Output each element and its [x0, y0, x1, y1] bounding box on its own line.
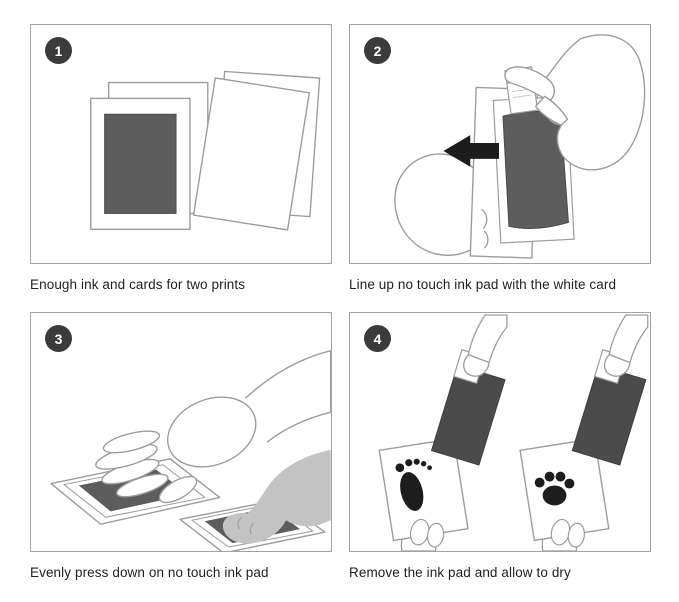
- step-number-badge: 3: [45, 325, 72, 352]
- step-1-illustration: [90, 70, 321, 231]
- arm: [244, 349, 331, 443]
- step-number-badge: 1: [45, 37, 72, 64]
- step-2-panel: 2: [349, 24, 651, 264]
- paw-print-scene: [519, 314, 649, 551]
- step-1-panel: 1: [30, 24, 332, 264]
- pinching-fingers-icon: [463, 314, 508, 377]
- holding-fingertip: [426, 522, 445, 548]
- step-2: 2: [349, 24, 651, 292]
- step-4-panel: 4: [349, 312, 651, 552]
- footprint-icon: [395, 458, 432, 511]
- step-number: 3: [54, 330, 63, 347]
- pinching-hand-icon: [504, 34, 646, 171]
- step-3-panel: 3: [30, 312, 332, 552]
- step-caption: Remove the ink pad and allow to dry: [349, 565, 571, 580]
- step-3: 3: [30, 312, 332, 580]
- step-number: 1: [54, 42, 63, 59]
- step-number-badge: 4: [364, 325, 391, 352]
- step-4-illustration: [378, 314, 649, 551]
- step-2-illustration: [394, 34, 646, 259]
- paw-toes: [237, 516, 254, 535]
- step-number-badge: 2: [364, 37, 391, 64]
- step-1: 1 Enough ink and cards for two prints: [30, 24, 332, 292]
- pressing-hand-icon: [95, 396, 257, 504]
- fingertips: [480, 208, 489, 249]
- holding-fingertip: [567, 522, 585, 548]
- pinching-fingers-icon: [603, 314, 649, 377]
- step-caption: Evenly press down on no touch ink pad: [30, 565, 269, 580]
- ink-pad: [104, 113, 177, 214]
- step-3-illustration: [50, 349, 331, 551]
- paw-print-icon: [534, 471, 575, 506]
- paw-icon: [222, 449, 331, 544]
- step-caption: Enough ink and cards for two prints: [30, 277, 246, 292]
- step-caption: Line up no touch ink pad with the white …: [349, 277, 617, 292]
- paper-sheets: [192, 70, 321, 231]
- left-arrow-icon: [443, 135, 500, 167]
- step-number: 4: [373, 330, 382, 347]
- step-4: 4: [349, 312, 651, 580]
- step-number: 2: [373, 42, 382, 59]
- ink-pad: [502, 110, 569, 230]
- footprint-scene: [378, 314, 508, 551]
